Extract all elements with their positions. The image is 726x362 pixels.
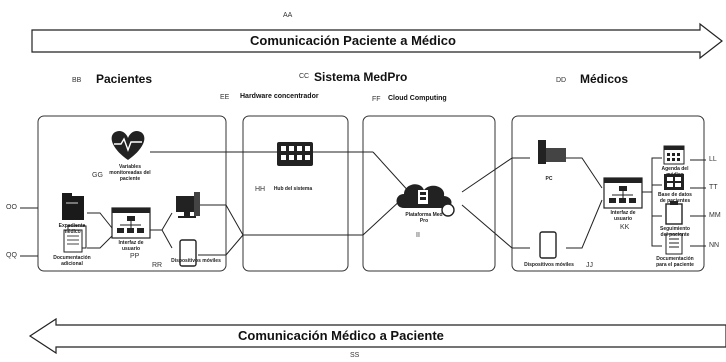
edge-patient-platform-top (198, 197, 404, 236)
hub-icon (277, 142, 313, 166)
edge-hub-platform (372, 151, 413, 196)
ref-nn: NN (709, 242, 720, 249)
database-icon (664, 174, 684, 190)
edge-interface-outputs (642, 157, 662, 193)
medicos-box (511, 115, 705, 272)
out1-label: Agenda del médico (661, 166, 689, 178)
doctor-pc-icon (538, 140, 566, 164)
bottom-arrow-shape (28, 317, 726, 355)
documents-icon (63, 225, 87, 253)
heart-pulse-icon (111, 131, 145, 160)
agenda-icon (663, 145, 685, 165)
hardware-title: Hardware concentrador (240, 93, 319, 100)
top-arrow-ref: AA (283, 12, 293, 19)
patient-pc-icon (176, 192, 200, 218)
ref-oo: OO (6, 204, 17, 211)
edge-docpc-interface (566, 157, 603, 189)
out2-label: Base de datos de pacientes (658, 192, 692, 204)
ref-ll: LL (709, 156, 717, 163)
platform-ref: II (416, 232, 420, 239)
cloud-ref: FF (372, 96, 381, 103)
record-label: Expediente médico (58, 223, 86, 235)
edge-interface-mobile (161, 229, 173, 249)
docs-label: Documentación adicional (53, 255, 91, 267)
hub-label: Hub del sistema (273, 186, 313, 192)
edge-interface-pc (150, 212, 173, 231)
pacientes-box (37, 115, 227, 272)
document-icon (665, 233, 683, 255)
doctor-interface-icon (603, 177, 643, 209)
doctor-interface-ref: KK (620, 224, 630, 231)
patient-mobile-ref: RR (152, 262, 163, 269)
vitals-label: Variables monitoreadas del paciente (109, 164, 151, 182)
doctor-interface-label: Interfaz de usuario (610, 210, 636, 222)
patient-interface-label: Interfaz de usuario (118, 240, 144, 252)
edge-platform-docmobile (461, 204, 530, 249)
medicos-ref: DD (556, 77, 567, 84)
bottom-arrow-ref: SS (350, 352, 360, 359)
cloud-title: Cloud Computing (388, 95, 447, 102)
edge-platform-docpc (461, 157, 530, 193)
top-arrow-label: Comunicación Paciente a Médico (250, 33, 456, 48)
out3-label: Seguimiento del paciente (659, 226, 690, 238)
patient-mobile-icon (179, 239, 197, 267)
cloud-box (362, 115, 496, 272)
pacientes-title: Pacientes (96, 72, 153, 86)
medicos-title: Médicos (580, 72, 629, 86)
clipboard-icon (665, 201, 683, 225)
hardware-ref: EE (220, 94, 230, 101)
edge-interface-out4 (651, 216, 662, 247)
platform-label: Plataforma Med Pro (405, 212, 443, 224)
ref-qq: QQ (6, 252, 17, 259)
sistema-ref: CC (299, 73, 310, 80)
pacientes-ref: BB (72, 77, 82, 84)
edge-docs-interface (87, 235, 113, 249)
out4-label: Documentación para el paciente (656, 256, 694, 268)
doctor-mobile-label: Dispositivos móviles (524, 262, 574, 268)
ref-tt: TT (709, 184, 718, 191)
doctor-mobile-ref: JJ (586, 262, 593, 269)
doctor-pc-label: PC (545, 176, 553, 182)
bottom-arrow-label: Comunicación Médico a Paciente (238, 328, 444, 343)
edge-record-interface (87, 212, 113, 229)
medical-record-icon (62, 193, 84, 220)
top-arrow-shape (31, 22, 723, 60)
patient-interface-icon (111, 207, 151, 239)
vitals-ref: GG (92, 172, 103, 179)
ref-mm: MM (709, 212, 721, 219)
hardware-box (242, 115, 349, 272)
patient-pc-label: PC (185, 208, 193, 214)
hub-ref: HH (255, 186, 266, 193)
edge-docmobile-interface (566, 199, 603, 249)
edge-patient-platform-bot (198, 234, 244, 256)
doctor-mobile-icon (539, 231, 557, 259)
patient-interface-ref: PP (130, 253, 140, 260)
patient-mobile-label: Dispositivos móviles (171, 258, 221, 264)
sistema-title: Sistema MedPro (314, 70, 408, 84)
cloud-platform-icon (396, 184, 455, 217)
